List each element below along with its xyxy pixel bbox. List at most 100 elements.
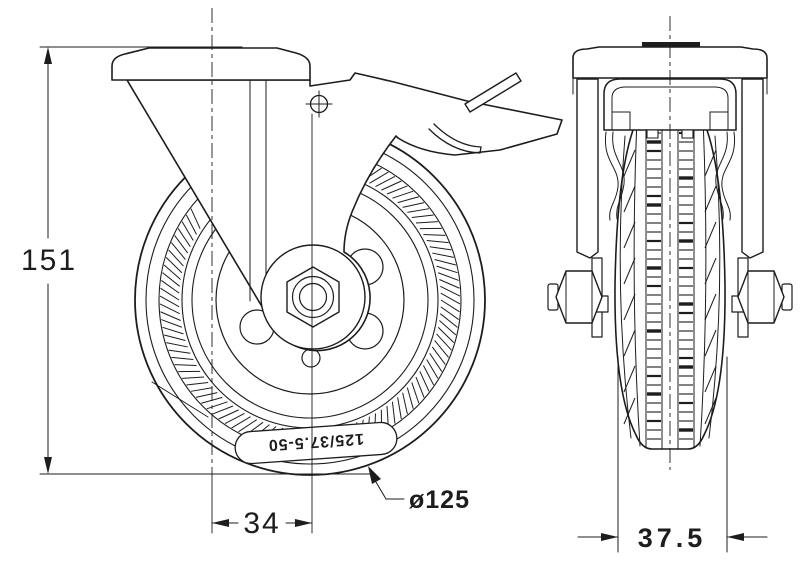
tread-hatch-tick xyxy=(212,405,234,415)
axle-nut-left xyxy=(555,270,603,324)
tread-hatch-tick xyxy=(434,340,449,358)
tread-hatch-tick xyxy=(160,280,180,294)
shoulder-slash xyxy=(623,397,636,425)
tread-hatch-tick xyxy=(407,208,430,213)
shoulder-hatch-left xyxy=(623,149,636,425)
dim-width: 37.5 xyxy=(577,356,768,553)
shoulder-groove xyxy=(633,117,641,447)
tire-marking-label: 125/37.5-50 xyxy=(267,430,364,454)
tire-marking-badge: 125/37.5-50 xyxy=(234,421,398,465)
tread-hatch-tick xyxy=(224,413,245,425)
tread-hatch-tick xyxy=(411,382,420,404)
tread-hatch-tick xyxy=(231,416,251,429)
kingpin-bolt-symbol xyxy=(305,90,333,118)
seal-curve xyxy=(721,131,736,221)
tread-hatch-tick xyxy=(168,349,191,354)
tread-hatch-tick xyxy=(436,265,458,274)
brake-pedal xyxy=(464,72,522,113)
shoulder-slash xyxy=(704,365,717,393)
tread-hatch-tick xyxy=(397,397,402,420)
dome-step xyxy=(611,111,631,131)
shoulder-slash xyxy=(623,221,636,249)
fork-leg-right xyxy=(741,78,764,259)
tread-hatch-tick xyxy=(164,334,186,341)
tread-hatch-tick xyxy=(190,387,213,392)
seal-curve xyxy=(604,131,619,221)
tread-hatch-tick xyxy=(181,221,194,241)
tread-hatch-tick xyxy=(440,306,460,320)
tread-hatch-tick xyxy=(440,285,461,297)
tread-hatch-tick xyxy=(391,401,396,424)
tread-hatch-tick xyxy=(375,175,396,187)
dome-inner-line xyxy=(611,86,729,131)
tread-hatch-tick xyxy=(440,299,460,313)
shoulder-slash xyxy=(704,257,717,285)
brake-arm xyxy=(428,123,482,154)
tread-hatch-tick xyxy=(434,259,456,266)
tread-hatch-tick xyxy=(381,180,402,191)
axle-washer-circle xyxy=(291,275,335,319)
shoulder-slash xyxy=(704,329,717,357)
tread-hatch-tick xyxy=(402,202,425,208)
shoulder-groove xyxy=(708,135,721,439)
tread-hatch-tick xyxy=(174,364,197,366)
shoulder-slash xyxy=(704,397,717,425)
side-view: 37.5 xyxy=(547,16,793,553)
tread-hatch-tick xyxy=(160,287,180,301)
shoulder-slash xyxy=(704,185,717,213)
tread-hatch-tick xyxy=(423,234,446,236)
shoulder-slash xyxy=(623,185,636,213)
shoulder-slash xyxy=(623,149,636,177)
tread-hatch-tick xyxy=(397,196,419,204)
shoulder-slash xyxy=(704,149,717,177)
tread-hatch-tick xyxy=(163,264,181,280)
kingpin-head xyxy=(642,42,700,47)
tread-hatch-tick xyxy=(238,419,257,433)
shoulder-slash xyxy=(623,329,636,357)
tread-hatch-tick xyxy=(160,311,181,321)
tread-hatch-tick xyxy=(159,303,180,315)
shoulder-slash xyxy=(623,257,636,285)
tread-hatch-tick xyxy=(436,333,452,351)
tread-hatch-tick xyxy=(429,246,452,251)
tread-hatch-tick xyxy=(186,381,209,386)
tread-hatch-tick xyxy=(166,342,188,348)
tread-hatch-tick xyxy=(411,214,434,219)
shoulder-slash xyxy=(704,221,717,249)
tread-hatch-tick xyxy=(426,240,449,244)
dim-offset-label: 34 xyxy=(243,507,280,540)
tread-hatch-tick xyxy=(195,392,218,398)
tread-hatch-tick xyxy=(402,392,408,415)
axle-nut-right xyxy=(737,270,785,324)
tread-hatch-tick xyxy=(177,228,191,247)
tread-hatch-tick xyxy=(415,221,438,224)
axle-bolt-circle xyxy=(298,282,328,312)
mount-plate-front xyxy=(111,47,311,81)
shoulder-slash xyxy=(623,365,636,393)
shoulder-slash xyxy=(623,293,636,321)
tread-hatch-tick xyxy=(159,295,180,308)
tread-hatch-tick xyxy=(431,346,446,365)
tread-hatch-tick xyxy=(162,326,184,335)
tread-hatch-tick xyxy=(168,249,184,267)
shoulder-slash xyxy=(704,293,717,321)
tread-hatch-tick xyxy=(171,356,194,360)
tread-hatch-tick xyxy=(437,272,459,281)
tread-hatch-tick xyxy=(218,409,239,420)
tread-hatch-tick xyxy=(439,313,458,328)
dim-width-label: 37.5 xyxy=(638,523,707,553)
tire-marking-outline xyxy=(234,421,398,465)
valve-hole xyxy=(301,348,321,368)
shoulder-hatch-right xyxy=(704,149,717,425)
tread-hatch-tick xyxy=(185,214,197,235)
tread-hatch-tick xyxy=(415,376,425,398)
dim-offset: 34 xyxy=(211,507,313,540)
tread-detail-line xyxy=(151,381,209,418)
seal-curve xyxy=(715,131,728,220)
tread-hatch-tick xyxy=(161,319,183,328)
dome-nub xyxy=(646,129,659,139)
tread-hatch-tick xyxy=(423,365,435,386)
tread-hatch-tick xyxy=(392,190,414,199)
tread-hatch-tick xyxy=(369,171,389,184)
